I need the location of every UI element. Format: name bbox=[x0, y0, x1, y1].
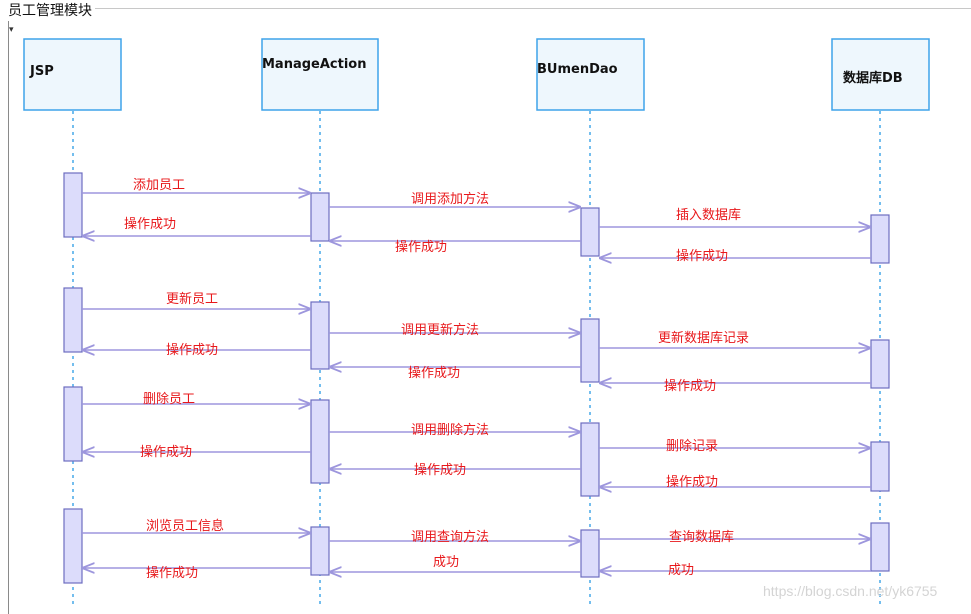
message-label-delete-1: 删除员工 bbox=[143, 392, 195, 407]
message-label-browse-4: 成功 bbox=[433, 555, 459, 570]
message-label-delete-2: 操作成功 bbox=[140, 444, 192, 460]
message-label-delete-3: 调用删除方法 bbox=[411, 422, 489, 438]
message-label-update-6: 操作成功 bbox=[664, 378, 716, 394]
message-label-add-3: 调用添加方法 bbox=[411, 191, 489, 207]
message-label-browse-6: 成功 bbox=[668, 563, 694, 578]
activation-add-action bbox=[310, 192, 330, 242]
message-label-browse-2: 操作成功 bbox=[146, 565, 198, 581]
message-label-browse-3: 调用查询方法 bbox=[411, 529, 489, 545]
activation-update-dao bbox=[580, 318, 600, 383]
diagram-title: 员工管理模块 bbox=[7, 1, 95, 21]
corner-mark: ▾ bbox=[9, 25, 14, 35]
message-label-add-4: 操作成功 bbox=[395, 239, 447, 255]
diagram-frame bbox=[8, 8, 971, 614]
message-label-update-3: 调用更新方法 bbox=[401, 322, 479, 338]
message-label-delete-4: 操作成功 bbox=[414, 462, 466, 478]
participant-box-dao bbox=[536, 38, 645, 111]
participant-label-db: 数据库DB bbox=[843, 70, 903, 86]
message-label-update-2: 操作成功 bbox=[166, 342, 218, 358]
watermark: https://blog.csdn.net/yk6755 bbox=[763, 583, 938, 599]
participant-label-jsp: JSP bbox=[29, 64, 54, 79]
activation-update-action bbox=[310, 301, 330, 370]
message-label-browse-5: 查询数据库 bbox=[669, 529, 734, 545]
activation-browse-jsp bbox=[63, 508, 83, 584]
participant-box-db bbox=[831, 38, 930, 111]
activation-add-dao bbox=[580, 207, 600, 257]
activation-delete-jsp bbox=[63, 386, 83, 462]
message-label-delete-5: 删除记录 bbox=[666, 439, 718, 454]
activation-browse-action bbox=[310, 526, 330, 576]
participant-box-jsp bbox=[23, 38, 122, 111]
activation-add-db bbox=[870, 214, 890, 264]
activation-browse-dao bbox=[580, 529, 600, 578]
message-label-update-4: 操作成功 bbox=[408, 365, 460, 381]
activation-delete-dao bbox=[580, 422, 600, 497]
participant-label-dao: BUmenDao bbox=[537, 62, 618, 77]
activation-delete-db bbox=[870, 441, 890, 492]
message-label-add-2: 操作成功 bbox=[124, 216, 176, 232]
message-label-update-1: 更新员工 bbox=[166, 291, 218, 307]
message-label-add-1: 添加员工 bbox=[133, 178, 185, 193]
activation-browse-db bbox=[870, 522, 890, 572]
participant-label-action: ManageAction bbox=[262, 57, 366, 72]
activation-update-jsp bbox=[63, 287, 83, 353]
activation-delete-action bbox=[310, 399, 330, 484]
message-label-add-5: 插入数据库 bbox=[676, 207, 741, 223]
message-label-browse-1: 浏览员工信息 bbox=[146, 518, 224, 534]
message-label-delete-6: 操作成功 bbox=[666, 474, 718, 490]
activation-update-db bbox=[870, 339, 890, 389]
activation-add-jsp bbox=[63, 172, 83, 238]
message-label-add-6: 操作成功 bbox=[676, 248, 728, 264]
participant-box-action bbox=[261, 38, 379, 111]
message-label-update-5: 更新数据库记录 bbox=[658, 330, 749, 346]
